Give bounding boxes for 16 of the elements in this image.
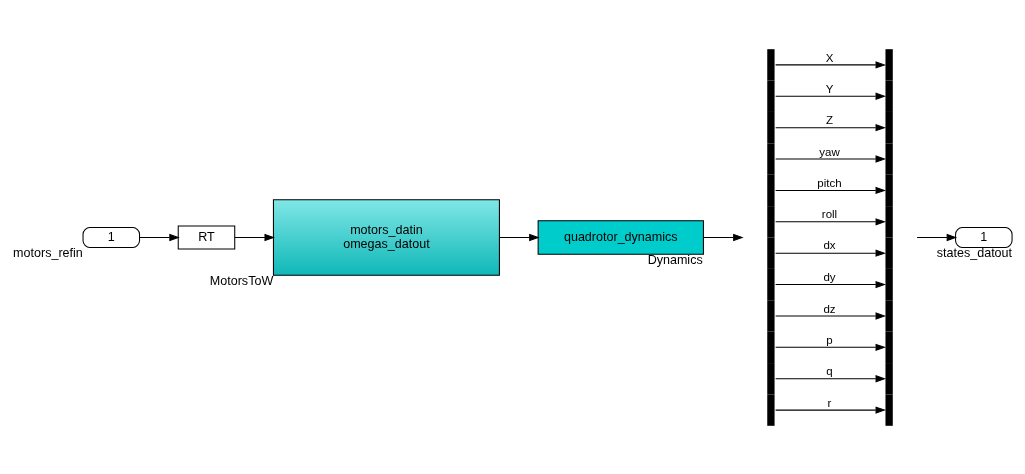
edge-label: dz bbox=[823, 302, 836, 315]
edge-label: roll bbox=[821, 207, 838, 220]
edge-label: r bbox=[827, 396, 832, 409]
node-label: Dynamics bbox=[647, 252, 703, 267]
edge-label: dy bbox=[823, 270, 836, 283]
edge-label: q bbox=[826, 364, 833, 377]
edge-label: pitch bbox=[817, 176, 842, 189]
node-label: states_datout bbox=[936, 245, 1013, 260]
edge-label: p bbox=[826, 333, 833, 346]
edge-label: Z bbox=[825, 113, 834, 126]
node-label: motors_refin bbox=[13, 245, 83, 260]
node-label: MotorsToW bbox=[209, 273, 274, 288]
edge-label: yaw bbox=[819, 145, 840, 158]
edge-label: dx bbox=[823, 238, 836, 251]
edge-label: Y bbox=[825, 82, 834, 95]
edge-label: X bbox=[825, 51, 834, 64]
